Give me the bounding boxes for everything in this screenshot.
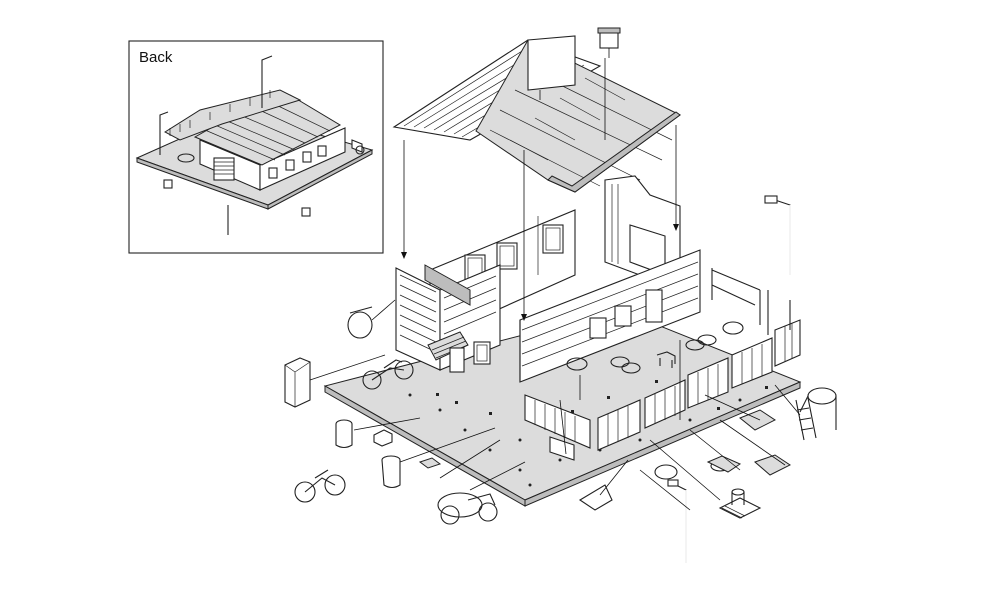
assembly-leaders [309, 58, 801, 511]
roof-assembly [392, 27, 681, 193]
tires [566, 321, 744, 480]
back-view-inset [128, 40, 384, 254]
accessories [284, 306, 837, 525]
pin-markers [436, 380, 768, 415]
building-walls [395, 175, 701, 383]
inset-label: Back [139, 49, 173, 66]
lamp-posts [667, 195, 791, 563]
fence-panels [524, 268, 801, 451]
